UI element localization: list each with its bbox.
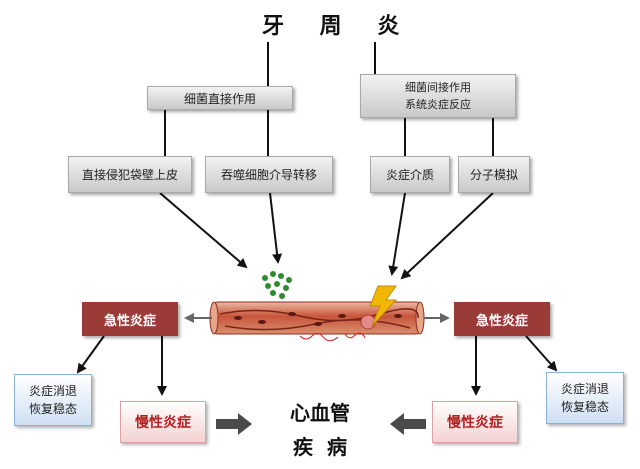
arrow-mediator-vessel [388,192,406,276]
invade-epithelium-label: 直接侵犯袋壁上皮 [81,168,178,182]
resolution-right-line2: 恢复稳态 [560,400,609,414]
arrow-chronic-right-cvd [390,413,426,435]
systemic-inflammation-label: 系统炎症反应 [405,98,471,111]
chronic-inflammation-right-label: 慢性炎症 [447,415,503,431]
lightning-icon [369,285,398,327]
cvd-line2: 疾 病 [293,435,347,459]
acute-inflammation-left-label: 急性炎症 [103,313,156,329]
indirect-action-label: 细菌间接作用 [405,81,471,94]
inflammatory-mediator-box: 炎症介质 [370,156,450,193]
acute-inflammation-right-box: 急性炎症 [454,302,550,336]
resolution-right-box: 炎症消退 恢复稳态 [546,372,624,424]
inflammatory-mediator-label: 炎症介质 [385,168,434,182]
chronic-inflammation-right-box: 慢性炎症 [432,401,518,443]
arrow-invade-vessel [159,192,248,269]
resolution-left-box: 炎症消退 恢复稳态 [14,374,92,426]
direct-action-box: 细菌直接作用 [147,86,293,110]
acute-inflammation-right-label: 急性炎症 [475,313,528,329]
bacteria-icon [262,271,292,299]
molecular-mimicry-label: 分子模拟 [469,168,518,182]
phagocyte-transfer-box: 吞噬细胞介导转移 [205,156,333,193]
phagocyte-transfer-label: 吞噬细胞介导转移 [220,168,317,182]
cardiovascular-disease-label: 心血管 疾 病 [270,396,370,464]
resolution-left-line1: 炎症消退 [28,384,77,398]
arrow-phagocyte-vessel [269,192,283,264]
molecular-mimicry-box: 分子模拟 [458,156,530,193]
resolution-right-line1: 炎症消退 [560,382,609,396]
cvd-line1: 心血管 [290,401,350,425]
arrow-mimicry-vessel [400,192,494,280]
arrow-acute-resolve-right [525,335,558,372]
arrow-acute-resolve-left [76,335,105,374]
direct-action-label: 细菌直接作用 [183,91,256,106]
invade-epithelium-box: 直接侵犯袋壁上皮 [68,156,192,193]
acute-inflammation-left-box: 急性炎症 [82,302,178,336]
arrow-chronic-left-cvd [216,413,252,435]
chronic-inflammation-left-box: 慢性炎症 [120,401,206,443]
indirect-action-box: 细菌间接作用 系统炎症反应 [360,74,516,118]
blood-vessel-icon [209,301,425,342]
resolution-left-line2: 恢复稳态 [28,402,77,416]
chronic-inflammation-left-label: 慢性炎症 [135,415,191,431]
page-title: 牙 周 炎 [262,14,414,39]
